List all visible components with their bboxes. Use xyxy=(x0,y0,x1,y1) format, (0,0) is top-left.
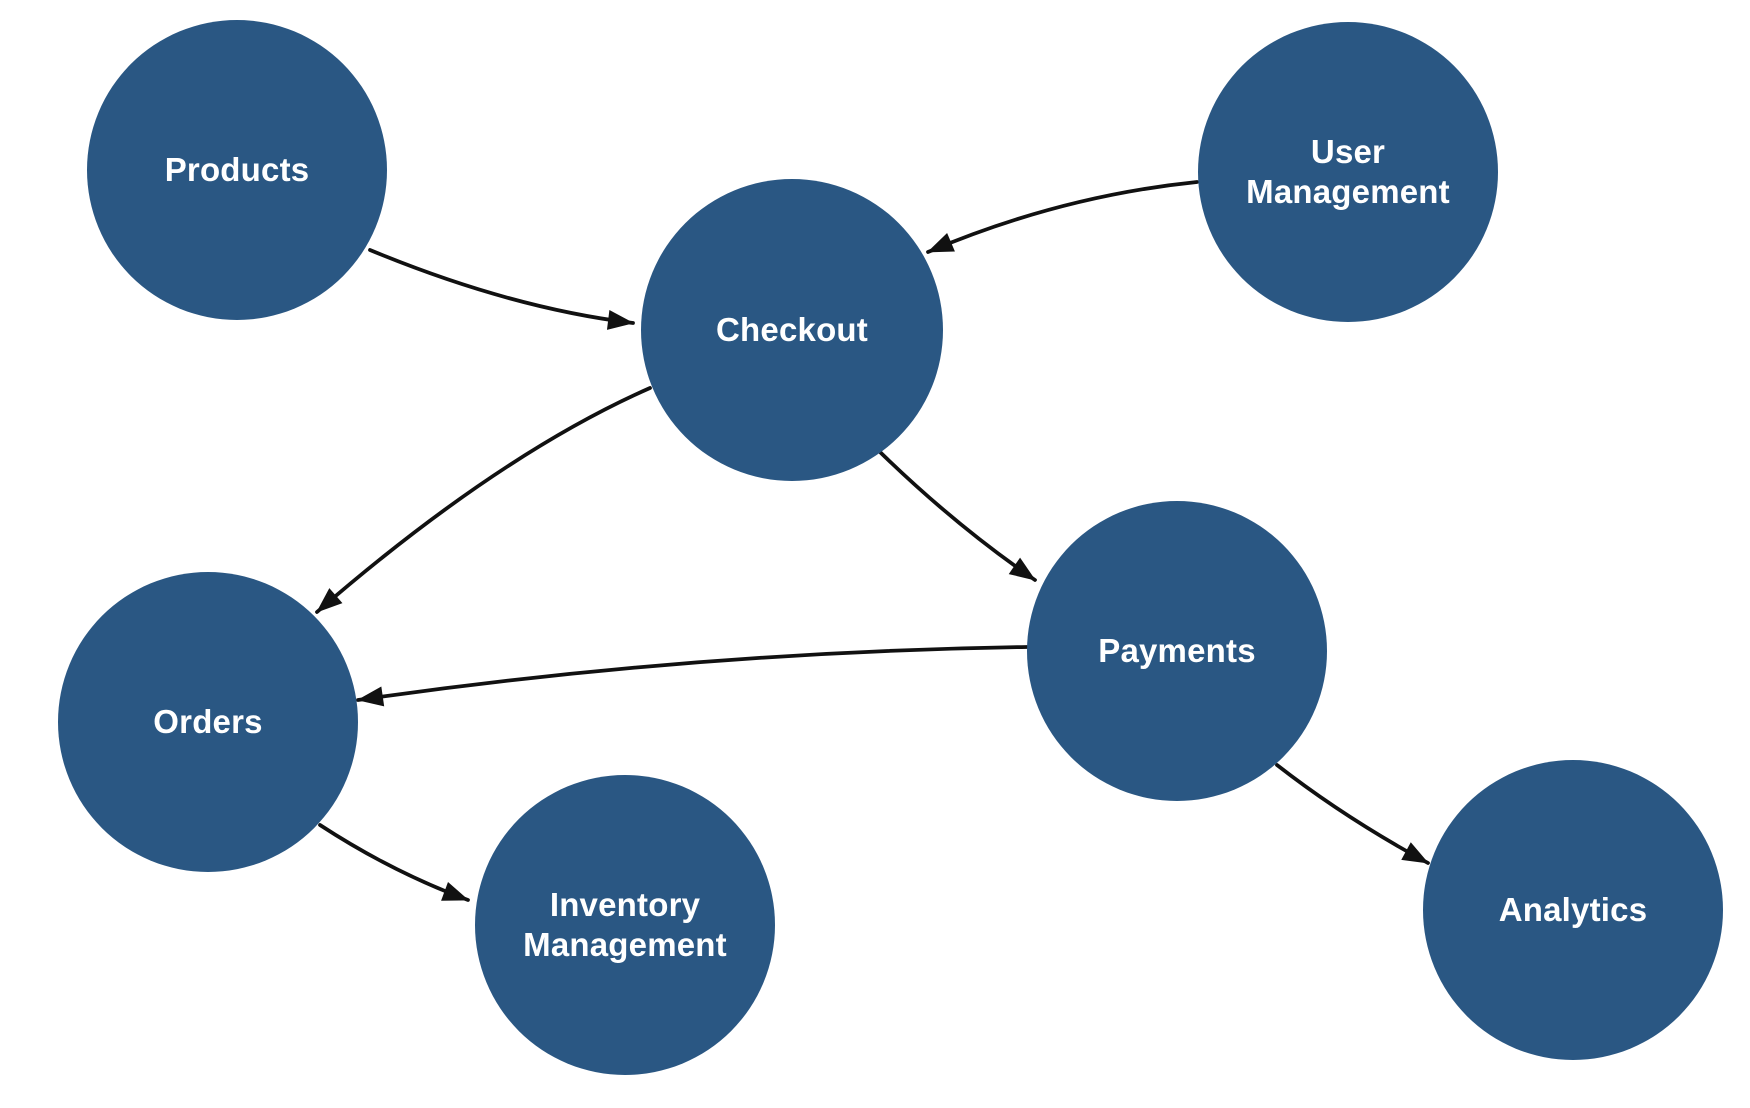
node-analytics[interactable]: Analytics xyxy=(1423,760,1723,1060)
node-user-management[interactable]: User Management xyxy=(1198,22,1498,322)
node-payments[interactable]: Payments xyxy=(1027,501,1327,801)
edge-products-to-checkout xyxy=(368,248,635,330)
node-inventory-management[interactable]: Inventory Management xyxy=(475,775,775,1075)
edge-user-management-to-checkout xyxy=(926,180,1199,254)
node-orders[interactable]: Orders xyxy=(58,572,358,872)
node-analytics-label: Analytics xyxy=(1498,890,1648,928)
edge-payments-to-orders xyxy=(356,645,1029,707)
node-payments-label: Payments xyxy=(1098,631,1256,669)
edge-orders-to-inventory xyxy=(318,823,470,902)
node-inventory-management-label: Inventory Management xyxy=(523,885,727,963)
node-products-label: Products xyxy=(164,150,310,188)
node-products[interactable]: Products xyxy=(87,20,387,320)
edge-checkout-to-orders xyxy=(315,386,652,614)
node-checkout-label: Checkout xyxy=(716,310,868,348)
edge-checkout-to-payments xyxy=(878,450,1037,582)
edge-payments-to-analytics xyxy=(1275,763,1430,865)
node-checkout[interactable]: Checkout xyxy=(641,179,943,481)
node-orders-label: Orders xyxy=(153,702,263,740)
node-user-management-label: User Management xyxy=(1246,132,1450,210)
